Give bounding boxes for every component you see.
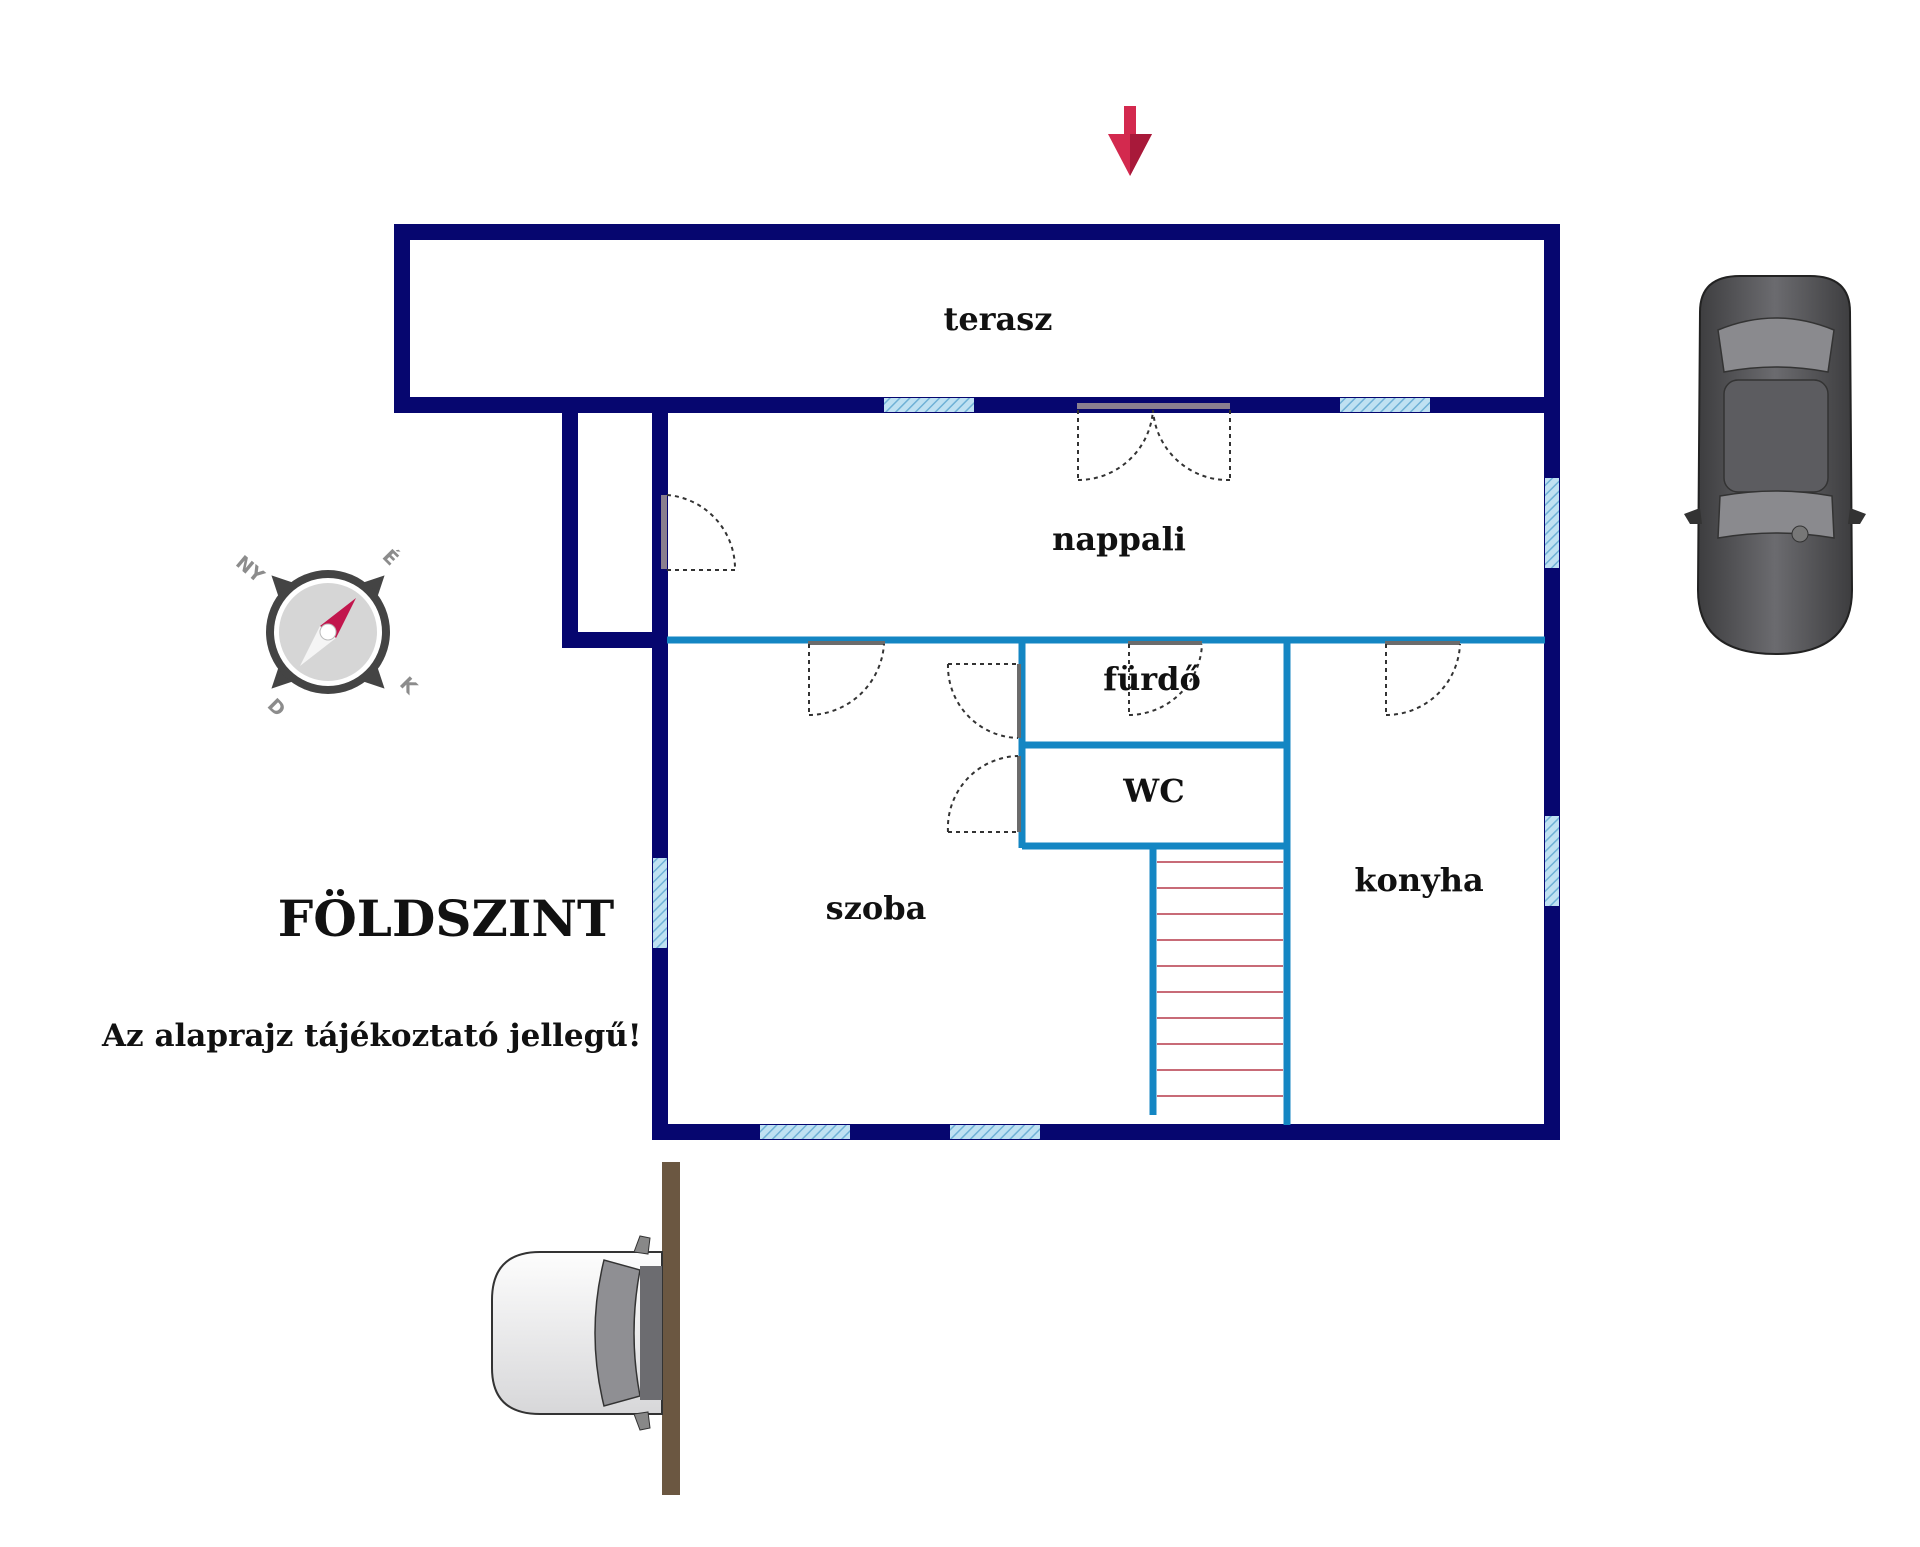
door-hall-furdo [946,663,1021,739]
compass-label-ny: NY [231,551,268,587]
outer-walls [394,224,1560,1140]
compass-label-k: K [395,673,422,700]
room-label-terasz: terasz [944,300,1053,338]
door-terasz-nappali [1077,403,1231,482]
compass-icon: NY É D K [231,545,422,721]
stairs [1157,861,1283,1097]
inner-walls [667,636,1545,1125]
floor-title: FÖLDSZINT [278,888,614,948]
windows [653,398,1559,1139]
door-konyha [1385,641,1461,717]
door-wc [946,755,1021,833]
doors [661,403,1461,833]
room-label-szoba: szoba [826,889,927,927]
room-label-konyha: konyha [1354,861,1483,899]
door-nappali-side [661,494,737,571]
compass-label-d: D [263,694,290,721]
door-szoba-1 [808,641,885,716]
entrance-arrow-icon [1108,106,1152,176]
room-label-wc: WC [1122,772,1184,810]
disclaimer-note: Az alaprajz tájékoztató jellegű! [101,1018,641,1054]
fence [662,1162,680,1495]
car-top-view-icon [1684,275,1866,656]
room-label-nappali: nappali [1052,520,1186,558]
room-label-furdo: fürdő [1103,660,1201,698]
car-bottom-left-icon [491,1235,663,1431]
door-furdo [1128,641,1203,716]
compass-label-e: É [378,545,403,570]
